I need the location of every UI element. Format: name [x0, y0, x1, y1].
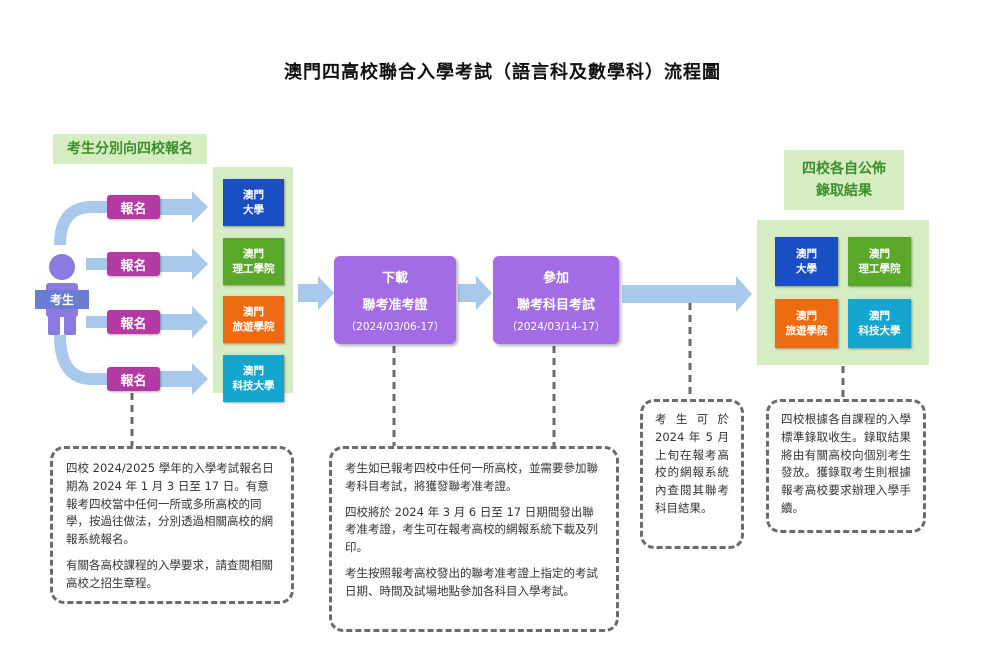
flow-arrow-to-exam: [458, 276, 492, 310]
university-name-line2: 理工學院: [232, 262, 275, 275]
note-exam: 考生如已報考四校中任何一所高校，並需要參加聯考科目考試，將獲發聯考准考證。 四校…: [329, 446, 619, 632]
page-title: 澳門四高校聯合入學考試（語言科及數學科）流程圖: [284, 62, 721, 83]
university-utm: 澳門 旅遊學院: [223, 296, 284, 343]
university-mpu: 澳門 理工學院: [848, 237, 911, 286]
apply-pill: 報名: [107, 367, 160, 391]
step-exam-dates: （2024/03/14-17）: [506, 320, 606, 333]
university-name-line1: 澳門: [796, 248, 817, 261]
university-name-line2: 理工學院: [858, 262, 901, 275]
note-paragraph: 考生可於 2024 年 5 月上旬在報考高校的網報系統內查閱其聯考科目結果。: [655, 412, 729, 516]
step-download-line2: 聯考准考證: [362, 297, 428, 313]
university-name-line2: 旅遊學院: [232, 320, 275, 333]
university-name-line1: 澳門: [869, 248, 890, 261]
note-paragraph: 四校 2024/2025 學年的入學考試報名日期為 2024 年 1 月 3 日…: [66, 461, 274, 547]
note-paragraph: 考生如已報考四校中任何一所高校，並需要參加聯考科目考試，將獲發聯考准考證。: [345, 461, 598, 493]
university-um: 澳門 大學: [223, 179, 284, 226]
university-name-line1: 澳門: [243, 189, 264, 202]
step-download-line1: 下載: [381, 270, 408, 286]
student-label: 考生: [35, 290, 89, 309]
university-name-line1: 澳門: [796, 310, 817, 323]
note-paragraph: 四校根據各自課程的入學標準錄取收生。錄取結果將由有關高校向個別考生發放。獲錄取考…: [781, 412, 911, 516]
note-registration: 四校 2024/2025 學年的入學考試報名日期為 2024 年 1 月 3 日…: [50, 446, 294, 604]
university-name-line2: 旅遊學院: [785, 324, 828, 337]
apply-pill: 報名: [107, 252, 160, 276]
student-leg-left: [48, 315, 60, 335]
stage1-label: 考生分別向四校報名: [53, 134, 207, 164]
step-exam-line2: 聯考科目考試: [516, 297, 595, 313]
apply-arrows: [160, 191, 208, 395]
apply-pill: 報名: [107, 195, 160, 219]
apply-arrow: [160, 191, 208, 223]
note-admission: 四校根據各自課程的入學標準錄取收生。錄取結果將由有關高校向個別考生發放。獲錄取考…: [766, 399, 926, 533]
university-name-line2: 大學: [243, 203, 264, 216]
apply-arrow: [160, 248, 208, 280]
student-head: [49, 254, 75, 280]
apply-pill: 報名: [107, 310, 160, 334]
university-name-line2: 科技大學: [232, 379, 275, 392]
note-paragraph: 有關各高校課程的入學要求，請查閱相關高校之招生章程。: [66, 558, 273, 590]
flow-arrow-to-download: [298, 276, 334, 310]
note-paragraph: 考生按照報考高校發出的聯考准考證上指定的考試日期、時間及試場地點參加各科目入學考…: [345, 566, 598, 598]
note-paragraph: 四校將於 2024 年 3 月 6 日至 17 日期間發出聯考准考證，考生可在報…: [345, 504, 598, 555]
student-leg-right: [64, 315, 76, 335]
final-stage-label-line1: 四校各自公佈: [802, 160, 886, 177]
apply-arrow: [160, 363, 208, 395]
university-name-line1: 澳門: [243, 248, 264, 261]
university-name-line1: 澳門: [243, 306, 264, 319]
university-um: 澳門 大學: [775, 237, 838, 286]
university-mpu: 澳門 理工學院: [223, 238, 284, 285]
university-name-line1: 澳門: [243, 365, 264, 378]
branch-connector-top: [54, 201, 107, 246]
branch-connector-bottom: [54, 334, 107, 385]
step-exam-line1: 參加: [542, 270, 569, 286]
university-utm: 澳門 旅遊學院: [775, 299, 838, 348]
university-name-line2: 大學: [796, 262, 817, 275]
flow-arrow-to-results: [622, 276, 752, 312]
university-name-line2: 科技大學: [858, 324, 901, 337]
university-name-line1: 澳門: [869, 310, 890, 323]
step-download-admission-ticket: 下載 聯考准考證 （2024/03/06-17）: [334, 256, 456, 344]
final-stage-label-line2: 錄取結果: [816, 183, 872, 199]
final-stage-label: 四校各自公佈 錄取結果: [784, 150, 904, 210]
university-must: 澳門 科技大學: [223, 355, 284, 402]
apply-arrow: [160, 306, 208, 338]
step-download-dates: （2024/03/06-17）: [345, 320, 445, 333]
step-attend-exam: 參加 聯考科目考試 （2024/03/14-17）: [493, 256, 619, 344]
note-results-check: 考生可於 2024 年 5 月上旬在報考高校的網報系統內查閱其聯考科目結果。: [640, 399, 744, 549]
university-must: 澳門 科技大學: [848, 299, 911, 348]
